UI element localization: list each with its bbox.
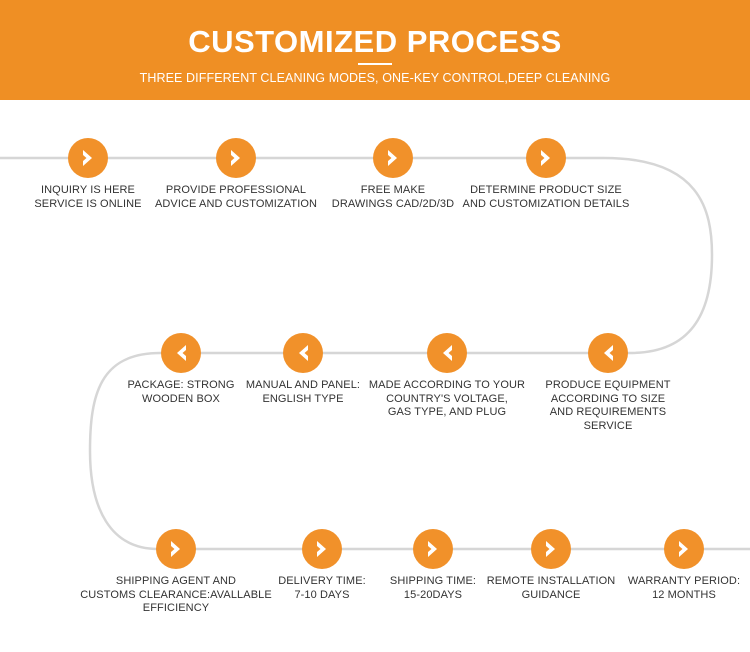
step-label: WARRANTY PERIOD: 12 MONTHS <box>627 575 741 601</box>
page-subtitle: THREE DIFFERENT CLEANING MODES, ONE-KEY … <box>139 71 611 85</box>
flow-connector-lines <box>0 156 750 551</box>
process-flow: INQUIRY IS HERE SERVICE IS ONLINE PROVID… <box>0 100 750 652</box>
step-label: REMOTE INSTALLATION GUIDANCE <box>486 575 616 601</box>
step-label: INQUIRY IS HERE SERVICE IS ONLINE <box>34 184 142 210</box>
title-divider <box>358 63 392 65</box>
connector-arc-left <box>88 351 161 551</box>
step-label: PACKAGE: STRONG WOODEN BOX <box>127 379 235 405</box>
step-label: PROVIDE PROFESSIONAL ADVICE AND CUSTOMIZ… <box>154 184 318 210</box>
chevron-right-icon[interactable] <box>526 138 566 178</box>
step-label: PRODUCE EQUIPMENT ACCORDING TO SIZE AND … <box>545 379 671 432</box>
chevron-right-icon[interactable] <box>373 138 413 178</box>
header-banner: CUSTOMIZED PROCESS THREE DIFFERENT CLEAN… <box>0 0 750 100</box>
step-label: MANUAL AND PANEL: ENGLISH TYPE <box>245 379 361 405</box>
chevron-right-icon[interactable] <box>216 138 256 178</box>
step-label: MADE ACCORDING TO YOUR COUNTRY'S VOLTAGE… <box>368 379 526 418</box>
chevron-right-icon[interactable] <box>302 529 342 569</box>
chevron-left-icon[interactable] <box>161 333 201 373</box>
step-label: SHIPPING AGENT AND CUSTOMS CLEARANCE:AVA… <box>80 575 272 614</box>
chevron-left-icon[interactable] <box>427 333 467 373</box>
step-label: DETERMINE PRODUCT SIZE AND CUSTOMIZATION… <box>462 184 630 210</box>
chevron-left-icon[interactable] <box>588 333 628 373</box>
connector-arc-right <box>603 156 714 355</box>
chevron-right-icon[interactable] <box>531 529 571 569</box>
chevron-right-icon[interactable] <box>68 138 108 178</box>
chevron-right-icon[interactable] <box>156 529 196 569</box>
step-label: DELIVERY TIME: 7-10 DAYS <box>278 575 366 601</box>
step-label: SHIPPING TIME: 15-20DAYS <box>389 575 477 601</box>
chevron-right-icon[interactable] <box>664 529 704 569</box>
step-label: FREE MAKE DRAWINGS CAD/2D/3D <box>331 184 455 210</box>
page-title: CUSTOMIZED PROCESS <box>188 24 562 59</box>
chevron-right-icon[interactable] <box>413 529 453 569</box>
chevron-left-icon[interactable] <box>283 333 323 373</box>
